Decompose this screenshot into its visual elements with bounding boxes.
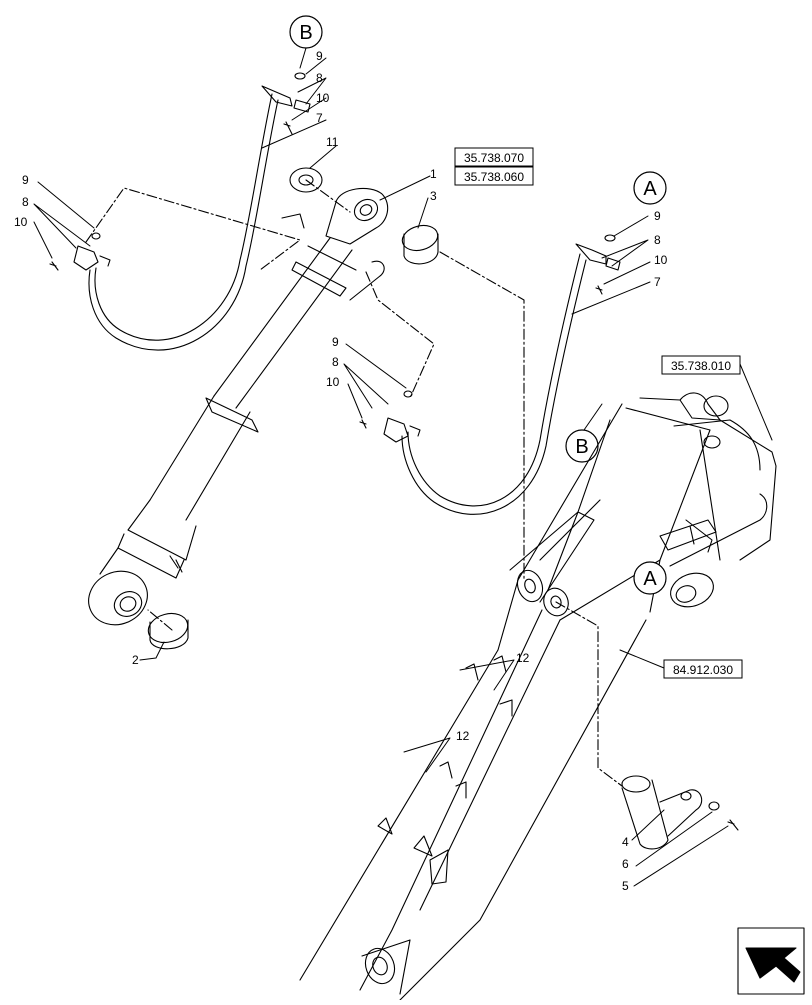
callout-8: 8 [332, 355, 339, 369]
hydraulic-cylinder [88, 187, 389, 626]
svg-text:B: B [575, 436, 588, 458]
svg-text:84.912.030: 84.912.030 [673, 663, 733, 677]
callout-6: 6 [622, 857, 629, 871]
boom [299, 392, 777, 1001]
marker-b-top: B [289, 15, 323, 49]
hose-top-left [73, 85, 311, 351]
callout-10: 10 [14, 215, 28, 229]
guide-lines [85, 179, 623, 787]
callout-8: 8 [316, 71, 323, 85]
callout-9: 9 [654, 209, 661, 223]
washer-11 [289, 167, 323, 193]
bolts [49, 72, 616, 429]
marker-a-top: A [633, 171, 667, 205]
hose-right [383, 243, 621, 515]
callout-9: 9 [22, 173, 29, 187]
bushing-2 [147, 612, 189, 650]
callout-2: 2 [132, 653, 139, 667]
marker-a-mid: A [633, 561, 667, 595]
svg-text:35.738.010: 35.738.010 [671, 359, 731, 373]
callout-8: 8 [654, 233, 661, 247]
svg-text:B: B [299, 22, 312, 44]
svg-text:A: A [643, 568, 657, 590]
callout-8: 8 [22, 195, 29, 209]
svg-text:35.738.070: 35.738.070 [464, 151, 524, 165]
callout-7: 7 [654, 275, 661, 289]
callout-10: 10 [654, 253, 668, 267]
callout-9: 9 [316, 49, 323, 63]
callout-1: 1 [430, 167, 437, 181]
callout-12: 12 [456, 729, 470, 743]
callout-7: 7 [316, 111, 323, 125]
arrow-icon[interactable] [737, 927, 805, 995]
leader-lines [33, 47, 773, 887]
reference-box-84912030[interactable]: 84.912.030 [663, 659, 743, 679]
reference-box-35738010[interactable]: 35.738.010 [661, 355, 741, 375]
reference-box-35738060[interactable]: 35.738.060 [454, 166, 534, 186]
callout-10: 10 [316, 91, 330, 105]
marker-b-mid: B [565, 429, 599, 463]
callout-labels: 9 8 10 7 11 1 3 9 8 10 9 8 10 7 9 8 10 1… [14, 49, 668, 893]
svg-text:35.738.060: 35.738.060 [464, 170, 524, 184]
bushing-3 [401, 224, 439, 265]
svg-text:A: A [643, 178, 657, 200]
reference-box-35738070[interactable]: 35.738.070 [454, 147, 534, 167]
callout-3: 3 [430, 189, 437, 203]
callout-4: 4 [622, 835, 629, 849]
callout-10: 10 [326, 375, 340, 389]
callout-9: 9 [332, 335, 339, 349]
pin-4 [621, 775, 739, 850]
callout-5: 5 [622, 879, 629, 893]
callout-11: 11 [326, 135, 339, 149]
callout-12: 12 [516, 651, 530, 665]
